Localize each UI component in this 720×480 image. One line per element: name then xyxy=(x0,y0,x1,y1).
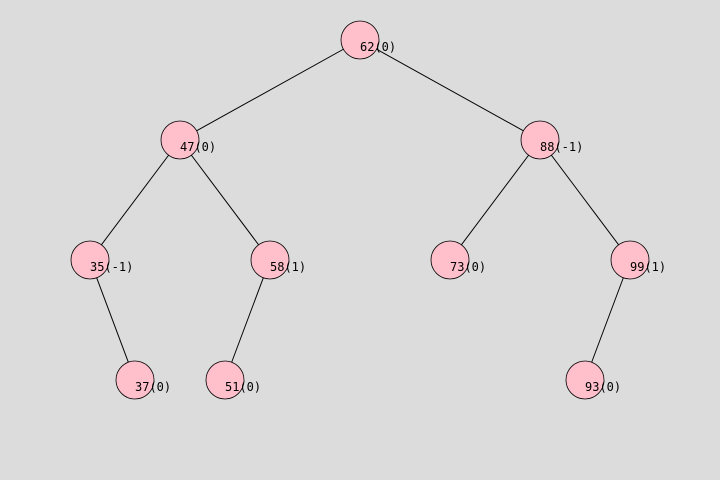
node-label: 62(0) xyxy=(360,40,396,54)
node-label: 93(0) xyxy=(585,380,621,394)
tree-edge-58-51 xyxy=(224,259,271,381)
node-circle xyxy=(430,240,470,280)
node-circle xyxy=(565,360,605,400)
tree-node-37: 37(0) xyxy=(115,360,171,400)
node-label: 73(0) xyxy=(450,260,486,274)
node-label: 51(0) xyxy=(225,380,261,394)
tree-edge-99-93 xyxy=(584,259,631,381)
tree-node-88: 88(-1) xyxy=(520,120,583,160)
node-circle xyxy=(340,20,380,60)
node-label: 47(0) xyxy=(180,140,216,154)
tree-nodes: 62(0) 47(0) 88(-1) 35(-1) 58(1) 73(0) 99(1) 37(… xyxy=(70,20,666,400)
node-circle xyxy=(250,240,290,280)
tree-node-93: 93(0) xyxy=(565,360,621,400)
tree-node-51: 51(0) xyxy=(205,360,261,400)
tree-node-58: 58(1) xyxy=(250,240,306,280)
tree-node-35: 35(-1) xyxy=(70,240,133,280)
tree-node-62: 62(0) xyxy=(340,20,396,60)
tree-edge-88-73 xyxy=(449,139,541,261)
node-circle xyxy=(520,120,560,160)
tree-edge-47-58 xyxy=(179,139,271,261)
node-circle xyxy=(115,360,155,400)
tree-edge-47-35 xyxy=(89,139,181,261)
tree-node-99: 99(1) xyxy=(610,240,666,280)
tree-edge-62-47 xyxy=(179,39,361,141)
tree-node-73: 73(0) xyxy=(430,240,486,280)
tree-edge-88-99 xyxy=(539,139,631,261)
tree-node-47: 47(0) xyxy=(160,120,216,160)
tree-edge-35-37 xyxy=(89,259,136,381)
node-label: 35(-1) xyxy=(90,260,133,274)
node-circle xyxy=(70,240,110,280)
tree-edge-62-88 xyxy=(359,39,541,141)
node-label: 88(-1) xyxy=(540,140,583,154)
node-label: 37(0) xyxy=(135,380,171,394)
node-circle xyxy=(610,240,650,280)
node-circle xyxy=(205,360,245,400)
node-label: 99(1) xyxy=(630,260,666,274)
node-circle xyxy=(160,120,200,160)
tree-edges xyxy=(89,39,631,381)
node-label: 58(1) xyxy=(270,260,306,274)
